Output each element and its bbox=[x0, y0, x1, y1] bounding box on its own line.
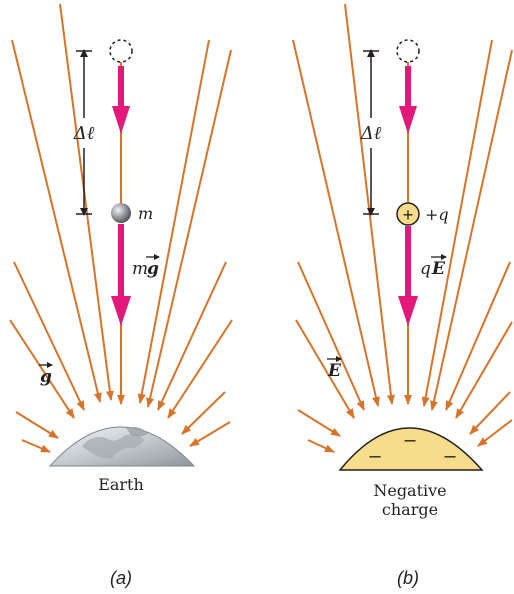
mass-label: m bbox=[138, 204, 153, 223]
field-line bbox=[11, 39, 102, 403]
field-line bbox=[297, 409, 341, 437]
displacement-label: Δℓ bbox=[360, 123, 382, 144]
displacement-arrow bbox=[112, 66, 130, 134]
field-line bbox=[157, 261, 227, 411]
field-line bbox=[189, 421, 231, 447]
electric-force-arrow bbox=[398, 226, 418, 326]
panel-a: Earth Δℓ m m g g (a) bbox=[9, 3, 233, 588]
gravitational-field-lines bbox=[9, 3, 233, 453]
force-label-qe: q E bbox=[420, 254, 447, 279]
field-line bbox=[146, 49, 232, 408]
displacement-label: Δℓ bbox=[73, 123, 95, 144]
field-label: E bbox=[327, 361, 342, 381]
field-line bbox=[15, 411, 59, 439]
surface-charge: – bbox=[404, 429, 416, 451]
earth-label: Earth bbox=[98, 475, 144, 494]
negative-charge-label-line2: charge bbox=[382, 500, 438, 519]
earth bbox=[48, 426, 196, 467]
force-label-mg: m g bbox=[132, 254, 160, 279]
field-line bbox=[137, 39, 210, 404]
initial-position-marker bbox=[109, 39, 133, 63]
force-label-prefix: q bbox=[420, 259, 431, 279]
electric-field-lines bbox=[292, 3, 513, 453]
field-line bbox=[469, 391, 511, 435]
force-label-vector: g bbox=[147, 259, 159, 279]
test-charge-symbol: + bbox=[403, 205, 414, 225]
field-line bbox=[167, 319, 233, 419]
field-label: g bbox=[40, 367, 52, 387]
displacement-dimension bbox=[76, 49, 92, 216]
panel-b: – – – Negative charge Δℓ + +q q E bbox=[292, 3, 513, 588]
negative-charge-body bbox=[338, 427, 484, 471]
field-label-g: g bbox=[39, 362, 53, 387]
surface-charge: – bbox=[369, 445, 381, 467]
field-line bbox=[421, 39, 493, 407]
field-line bbox=[307, 439, 335, 453]
surface-charge: – bbox=[444, 445, 456, 467]
field-line bbox=[59, 3, 114, 401]
force-label-prefix: m bbox=[132, 259, 148, 279]
field-line bbox=[344, 3, 395, 405]
panel-a-caption: (a) bbox=[110, 568, 132, 588]
displacement-dimension bbox=[363, 49, 379, 216]
field-line bbox=[21, 439, 51, 453]
field-line bbox=[297, 261, 365, 411]
gravitational-force-arrow bbox=[111, 224, 131, 326]
field-line bbox=[477, 419, 513, 447]
field-line bbox=[445, 261, 511, 411]
initial-position-marker bbox=[396, 39, 420, 63]
field-line bbox=[455, 321, 513, 419]
field-line bbox=[292, 39, 380, 407]
panel-b-caption: (b) bbox=[397, 568, 419, 588]
field-line bbox=[181, 391, 226, 435]
test-charge bbox=[396, 202, 420, 226]
force-label-vector: E bbox=[431, 259, 446, 279]
field-line bbox=[9, 319, 75, 419]
field-line bbox=[295, 319, 355, 419]
field-line bbox=[430, 49, 513, 411]
mass-ball bbox=[111, 203, 131, 223]
negative-charge-label-line1: Negative bbox=[373, 481, 446, 500]
displacement-arrow bbox=[399, 66, 417, 134]
charge-label: +q bbox=[425, 205, 449, 224]
field-line bbox=[13, 261, 85, 411]
field-label-e: E bbox=[327, 356, 342, 381]
